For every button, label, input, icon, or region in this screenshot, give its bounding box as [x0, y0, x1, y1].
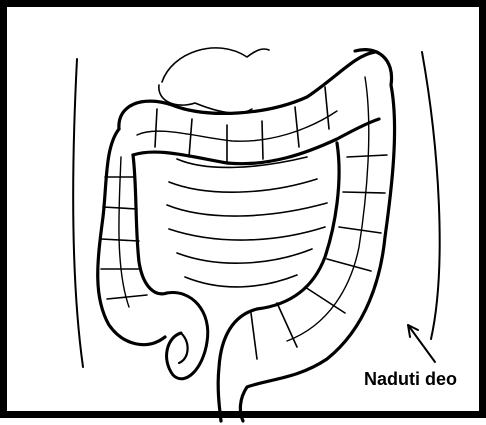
stomach-outline [159, 48, 269, 113]
ascending-colon [98, 129, 208, 379]
colon-illustration [7, 7, 486, 425]
body-left-contour [73, 59, 83, 367]
appendix-loop [167, 293, 208, 379]
small-intestine-loops [167, 157, 327, 287]
arrow-icon [408, 325, 435, 362]
descending-colon [218, 50, 394, 421]
distended-part-label: Naduti deo [364, 369, 457, 390]
body-right-contour [422, 52, 440, 339]
transverse-colon [119, 52, 379, 164]
